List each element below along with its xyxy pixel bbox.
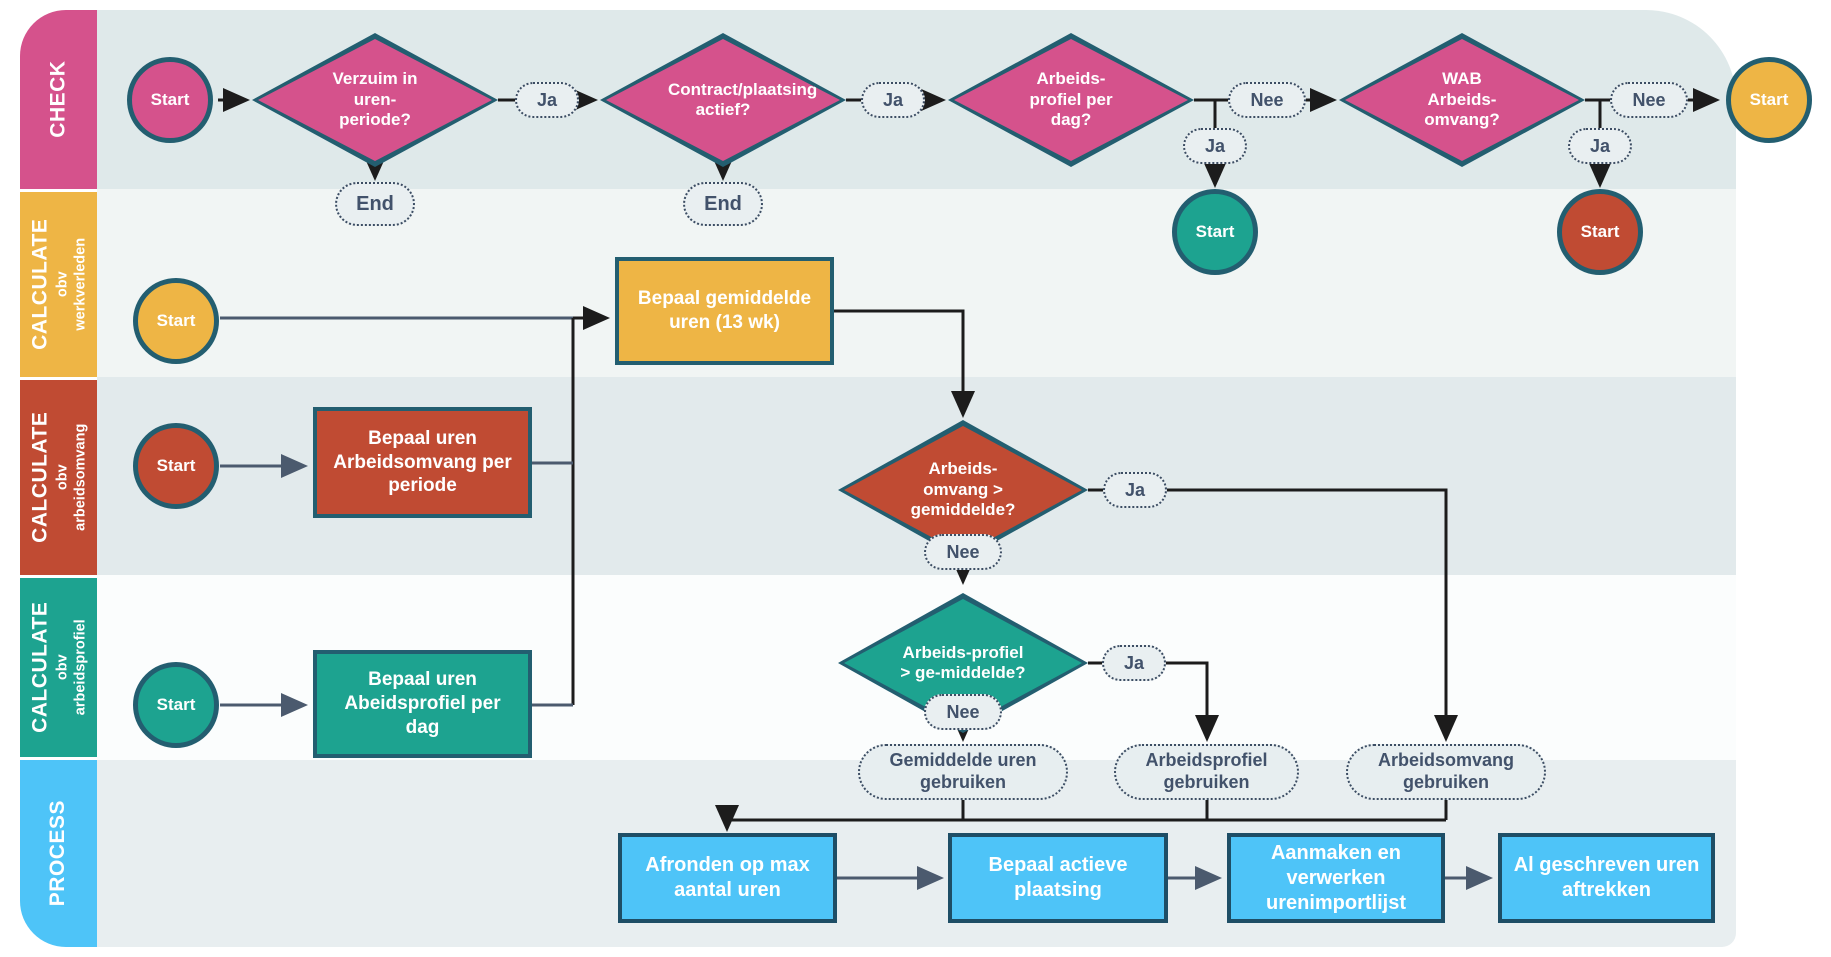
- decision-wab-label: WAB Arbeids-omvang?: [1424, 69, 1500, 130]
- edge-collector-to-afronden: [715, 805, 1446, 832]
- lane-calc2-sub2: arbeidsomvang: [72, 423, 89, 532]
- process-afronden-op-max-label: Afronden op max aantal uren: [645, 854, 810, 901]
- lane-calc1-sub1: obv: [54, 271, 71, 298]
- start-node-calc-werkverleden: Start: [133, 278, 219, 364]
- start-node-red-branch: Start: [1557, 189, 1643, 275]
- edge-label-ja-6: Ja: [1102, 645, 1166, 681]
- edge-label-ja-2-text: Ja: [882, 89, 904, 110]
- lane-calc1-title: CALCULATE: [28, 218, 52, 351]
- process-bepaal-actieve-plaatsing: Bepaal actieve plaatsing: [948, 833, 1168, 923]
- edge-label-nee-3-text: Nee: [946, 541, 980, 562]
- decision-verzuim-label: Verzuim in uren-periode?: [332, 69, 418, 130]
- lane-calc3-title: CALCULATE: [28, 601, 52, 734]
- decision-arbeidsprofiel-label: Arbeids-profiel per dag?: [1029, 69, 1113, 130]
- edge-label-ja-4-text: Ja: [1589, 135, 1611, 156]
- terminal-arbeidsprofiel-gebruiken: Arbeidsprofiel gebruiken: [1114, 744, 1299, 800]
- lane-calc1-sub2: werkverleden: [72, 238, 89, 331]
- decision-arbeidsprofiel-groter-label: Arbeids-profiel > ge-middelde?: [900, 642, 1026, 682]
- start-node-calc-arbeidsomvang: Start: [133, 423, 219, 509]
- edge-label-ja-1-text: Ja: [536, 89, 558, 110]
- decision-arbeidsomvang-groter-label: Arbeids-omvang > gemiddelde?: [910, 459, 1016, 520]
- edge-gemiddelde-box-to-omvang-diamond: [834, 309, 975, 418]
- end-node-2-text: End: [704, 192, 742, 215]
- terminal-arbeidsomvang-gebruiken: Arbeidsomvang gebruiken: [1346, 744, 1546, 800]
- edge-label-nee-1: Nee: [1228, 82, 1306, 118]
- process-al-geschreven-uren-aftrekken: Al geschreven uren aftrekken: [1498, 833, 1715, 923]
- lane-calc3-sub1: obv: [54, 654, 71, 681]
- process-bepaal-uren-arbeidsomvang-label: Bepaal uren Arbeidsomvang per periode: [333, 427, 512, 497]
- edge-label-nee-4: Nee: [924, 694, 1002, 730]
- edge-label-nee-2: Nee: [1610, 82, 1688, 118]
- start-node-calc-arbeidsprofiel-label: Start: [156, 695, 196, 714]
- process-bepaal-gemiddelde-uren-label: Bepaal gemiddelde uren (13 wk): [637, 288, 812, 333]
- edge-label-nee-3: Nee: [924, 534, 1002, 570]
- edge-label-ja-2: Ja: [861, 82, 925, 118]
- end-node-1: End: [335, 182, 415, 226]
- process-bepaal-uren-arbeidsprofiel: Bepaal uren Abeidsprofiel per dag: [313, 650, 532, 758]
- lane-check-title: CHECK: [46, 60, 70, 139]
- lane-calc3-sub2: arbeidsprofiel: [72, 619, 89, 716]
- process-aanmaken-urenimportlijst: Aanmaken en verwerken urenimportlijst: [1227, 833, 1445, 923]
- decision-contract-label: Contract/plaatsing actief?: [668, 79, 818, 119]
- start-node-teal-branch-label: Start: [1195, 222, 1235, 241]
- edge-label-ja-5: Ja: [1103, 472, 1167, 508]
- end-node-2: End: [683, 182, 763, 226]
- edge-label-ja-6-text: Ja: [1123, 652, 1145, 673]
- terminal-gemiddelde-uren-gebruiken-label: Gemiddelde uren gebruiken: [889, 750, 1037, 792]
- start-node-yellow-right-label: Start: [1749, 90, 1789, 109]
- start-node-calc-arbeidsprofiel: Start: [133, 662, 219, 748]
- lane-label-calculate-werkverleden: CALCULATE obv werkverleden: [20, 192, 97, 377]
- terminal-arbeidsomvang-gebruiken-label: Arbeidsomvang gebruiken: [1377, 750, 1515, 792]
- process-aanmaken-urenimportlijst-label: Aanmaken en verwerken urenimportlijst: [1265, 841, 1406, 914]
- start-node-check-label: Start: [150, 90, 190, 109]
- terminal-arbeidsprofiel-gebruiken-label: Arbeidsprofiel gebruiken: [1145, 750, 1268, 792]
- terminal-gemiddelde-uren-gebruiken: Gemiddelde uren gebruiken: [858, 744, 1068, 800]
- start-node-yellow-right: Start: [1726, 57, 1812, 143]
- edge-label-ja-1: Ja: [515, 82, 579, 118]
- edge-label-nee-2-text: Nee: [1632, 89, 1666, 110]
- lane-label-process: PROCESS: [20, 760, 97, 947]
- start-node-calc-arbeidsomvang-label: Start: [156, 456, 196, 475]
- start-node-teal-branch: Start: [1172, 189, 1258, 275]
- lane-process-title: PROCESS: [46, 800, 70, 907]
- edge-label-nee-4-text: Nee: [946, 701, 980, 722]
- lane-label-check: CHECK: [20, 10, 97, 189]
- start-node-check: Start: [127, 57, 213, 143]
- start-node-red-branch-label: Start: [1580, 222, 1620, 241]
- edge-label-ja-4: Ja: [1568, 128, 1632, 164]
- edge-label-ja-3: Ja: [1183, 128, 1247, 164]
- edge-omvang-ja-arbeidsomvang-gebruiken: [1088, 488, 1458, 742]
- end-node-1-text: End: [356, 192, 394, 215]
- edge-label-ja-3-text: Ja: [1204, 135, 1226, 156]
- process-al-geschreven-uren-aftrekken-label: Al geschreven uren aftrekken: [1513, 854, 1700, 901]
- start-node-calc-werkverleden-label: Start: [156, 311, 196, 330]
- process-bepaal-uren-arbeidsomvang: Bepaal uren Arbeidsomvang per periode: [313, 407, 532, 518]
- edge-label-ja-5-text: Ja: [1124, 479, 1146, 500]
- edge-label-nee-1-text: Nee: [1250, 89, 1284, 110]
- lane-calc2-title: CALCULATE: [28, 411, 52, 544]
- process-bepaal-gemiddelde-uren: Bepaal gemiddelde uren (13 wk): [615, 257, 834, 365]
- lane-label-calculate-arbeidsomvang: CALCULATE obv arbeidsomvang: [20, 380, 97, 575]
- lane-calc2-sub1: obv: [54, 464, 71, 491]
- lane-label-calculate-arbeidsprofiel: CALCULATE obv arbeidsprofiel: [20, 578, 97, 757]
- process-bepaal-actieve-plaatsing-label: Bepaal actieve plaatsing: [988, 854, 1128, 901]
- process-bepaal-uren-arbeidsprofiel-label: Bepaal uren Abeidsprofiel per dag: [344, 669, 501, 738]
- process-afronden-op-max: Afronden op max aantal uren: [618, 833, 837, 923]
